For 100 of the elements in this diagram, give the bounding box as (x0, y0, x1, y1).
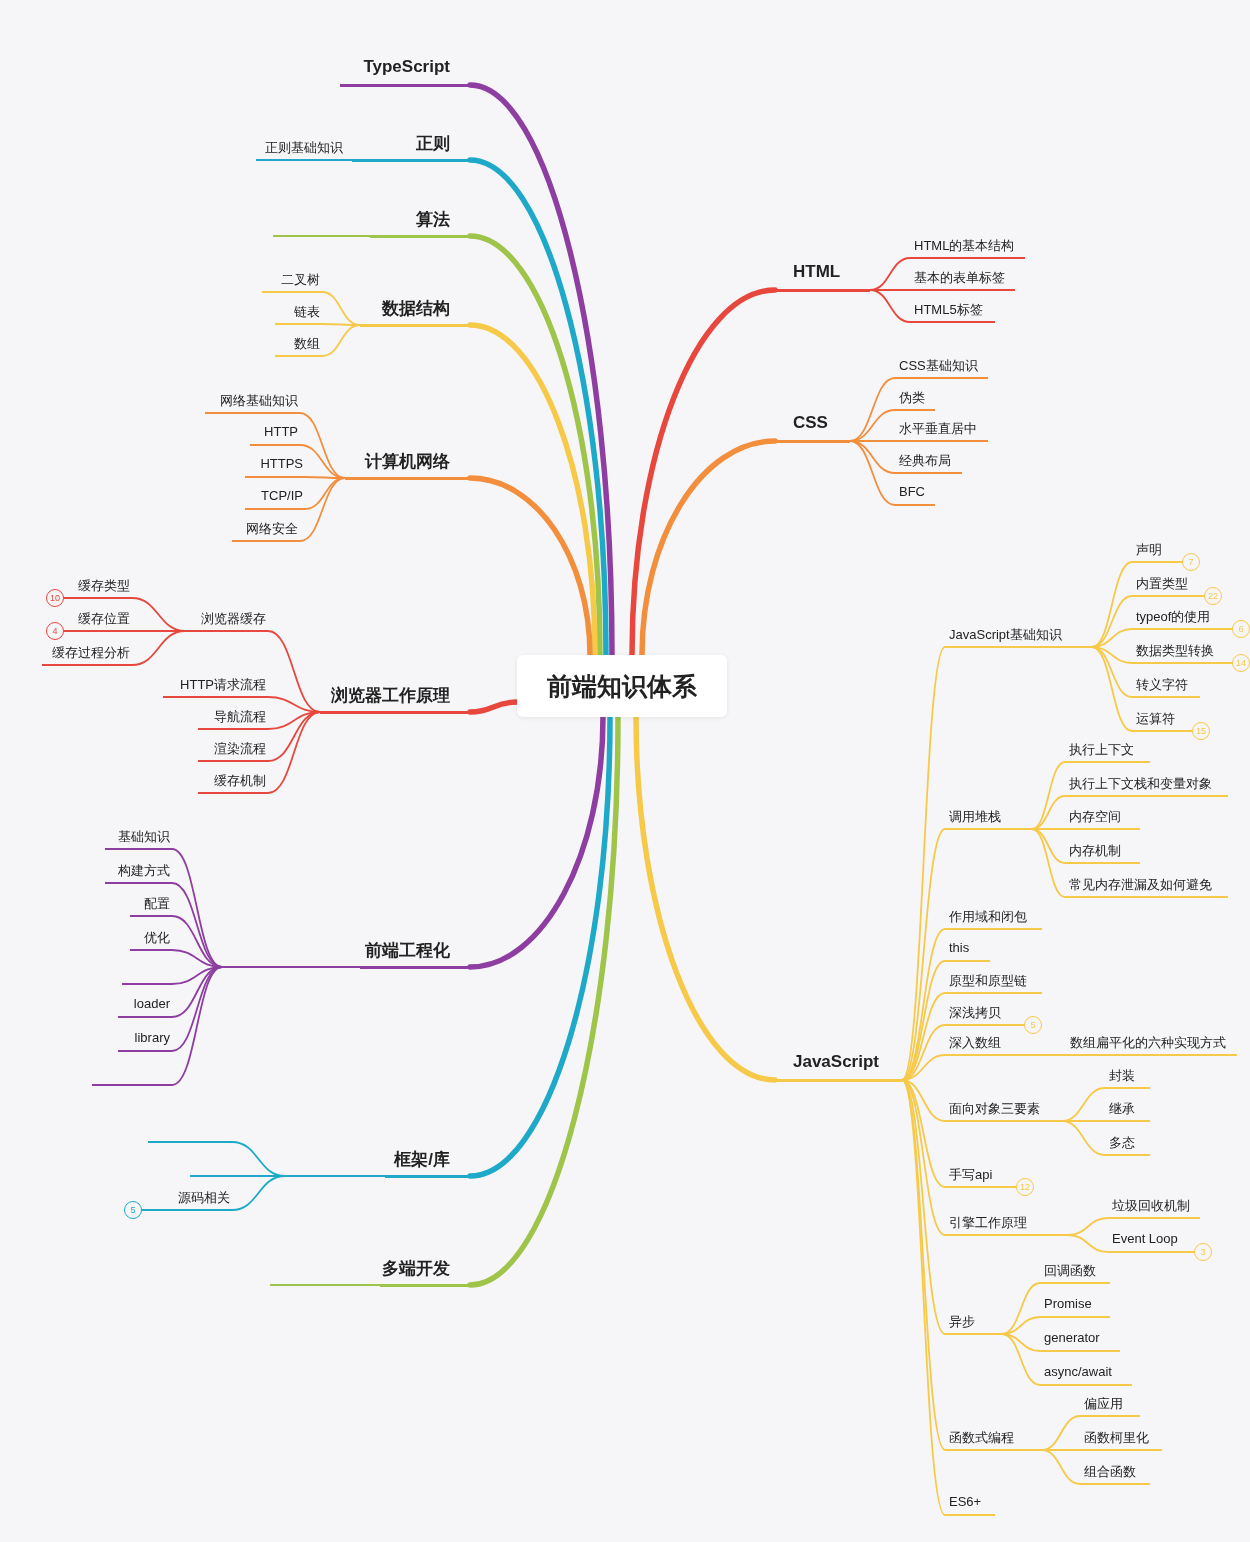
branch-line (633, 714, 778, 1083)
topic-text: JavaScript基础知识 (949, 626, 1063, 644)
count-badge: 4 (46, 622, 64, 640)
topic-text: ES6+ (949, 1494, 983, 1509)
main-topic (775, 262, 870, 292)
main-topic (345, 450, 470, 480)
topic-text: async/await (1044, 1364, 1113, 1379)
topic-text: loader (132, 996, 170, 1011)
topic-text: 异步 (949, 1313, 976, 1331)
topic-text: BFC (899, 484, 926, 499)
branch-line (131, 630, 186, 666)
central-topic (517, 655, 727, 717)
subtopic (130, 929, 172, 951)
branch-line (171, 966, 223, 1086)
branch-line (319, 1284, 381, 1286)
main-topic (385, 1148, 470, 1178)
main-topic (775, 1052, 902, 1082)
branch-line (467, 233, 603, 658)
topic-text: 正则 (415, 133, 450, 155)
branch-line (299, 477, 346, 542)
count-badge: 6 (1232, 620, 1250, 638)
branch-line (467, 322, 598, 658)
subtopic (1105, 1134, 1150, 1156)
topic-text: 内存机制 (1069, 842, 1122, 860)
branch-line (267, 711, 321, 762)
topic-text: 正则基础知识 (264, 139, 343, 157)
branch-line (1001, 1333, 1041, 1386)
subtopic (262, 271, 322, 293)
subtopic (1108, 1197, 1200, 1219)
subtopic (1040, 1262, 1110, 1284)
count-badge: 12 (1016, 1178, 1034, 1196)
topic-text: 优化 (143, 929, 170, 947)
topic-text: 网络基础知识 (219, 392, 298, 410)
topic-text: 水平垂直居中 (899, 420, 978, 438)
branch-line (901, 1079, 946, 1236)
subtopic (1040, 1364, 1132, 1386)
branch-line (329, 1175, 386, 1177)
topic-text: 组合函数 (1084, 1463, 1137, 1481)
main-topic (360, 297, 470, 327)
branch-line (901, 992, 946, 1081)
count-badge: 10 (46, 589, 64, 607)
branch-line (344, 159, 353, 161)
topic-text: 源码相关 (177, 1189, 230, 1207)
topic-text: this (949, 940, 971, 955)
subtopic (895, 357, 988, 379)
topic-text: 数据类型转换 (1136, 642, 1215, 660)
subtopic (105, 862, 172, 884)
subtopic (118, 996, 172, 1018)
central-topic-text: 前端知识体系 (547, 670, 697, 702)
topic-text: 函数式编程 (949, 1429, 1015, 1447)
branch-line (321, 324, 361, 357)
main-topic (370, 208, 470, 238)
subtopic (945, 626, 1092, 648)
branch-line (467, 714, 621, 1288)
topic-text: generator (1044, 1330, 1101, 1345)
topic-text: 缓存位置 (77, 610, 130, 628)
topic-text: Event Loop (1112, 1231, 1179, 1246)
branch-line (364, 235, 371, 237)
topic-text: 基本的表单标签 (914, 269, 1006, 287)
subtopic (945, 1429, 1042, 1451)
subtopic (945, 1214, 1068, 1236)
count-badge: 5 (124, 1201, 142, 1219)
topic-text: 数组 (293, 335, 320, 353)
topic-text: 转义字符 (1136, 676, 1189, 694)
subtopic (275, 335, 322, 357)
topic-text: 缓存过程分析 (51, 644, 130, 662)
topic-text: 数据结构 (381, 298, 450, 320)
topic-text: library (133, 1030, 170, 1045)
topic-text: 基础知识 (117, 828, 170, 846)
subtopic (1065, 741, 1150, 763)
subtopic (198, 772, 268, 794)
topic-text: HTML5标签 (914, 301, 984, 319)
branch-line (629, 287, 778, 658)
topic-text: 算法 (415, 209, 450, 231)
branch-line (171, 966, 223, 1018)
topic-text: 数组扁平化的六种实现方式 (1070, 1034, 1227, 1052)
topic-text: 内存空间 (1069, 808, 1122, 826)
main-topic (340, 57, 470, 87)
branch-line (1067, 1234, 1109, 1253)
subtopic (945, 908, 1042, 930)
branch-line (467, 82, 615, 658)
subtopic (198, 740, 268, 762)
branch-line (1061, 1054, 1067, 1056)
topic-text: 深浅拷贝 (949, 1004, 1002, 1022)
branch-line (467, 475, 593, 658)
branch-line (1031, 828, 1066, 898)
topic-text: 函数柯里化 (1084, 1429, 1150, 1447)
branch-line (849, 440, 896, 506)
count-badge: 3 (1194, 1243, 1212, 1261)
subtopic (1080, 1429, 1162, 1451)
branch-line (869, 289, 911, 323)
subtopic (945, 972, 1042, 994)
subtopic (910, 269, 1015, 291)
count-badge: 22 (1204, 587, 1222, 605)
branch-line (901, 828, 946, 1081)
branch-line (467, 157, 609, 658)
branch-line (1031, 828, 1066, 864)
topic-text: 计算机网络 (363, 451, 450, 473)
subtopic (945, 808, 1032, 830)
branch-line (267, 711, 321, 794)
